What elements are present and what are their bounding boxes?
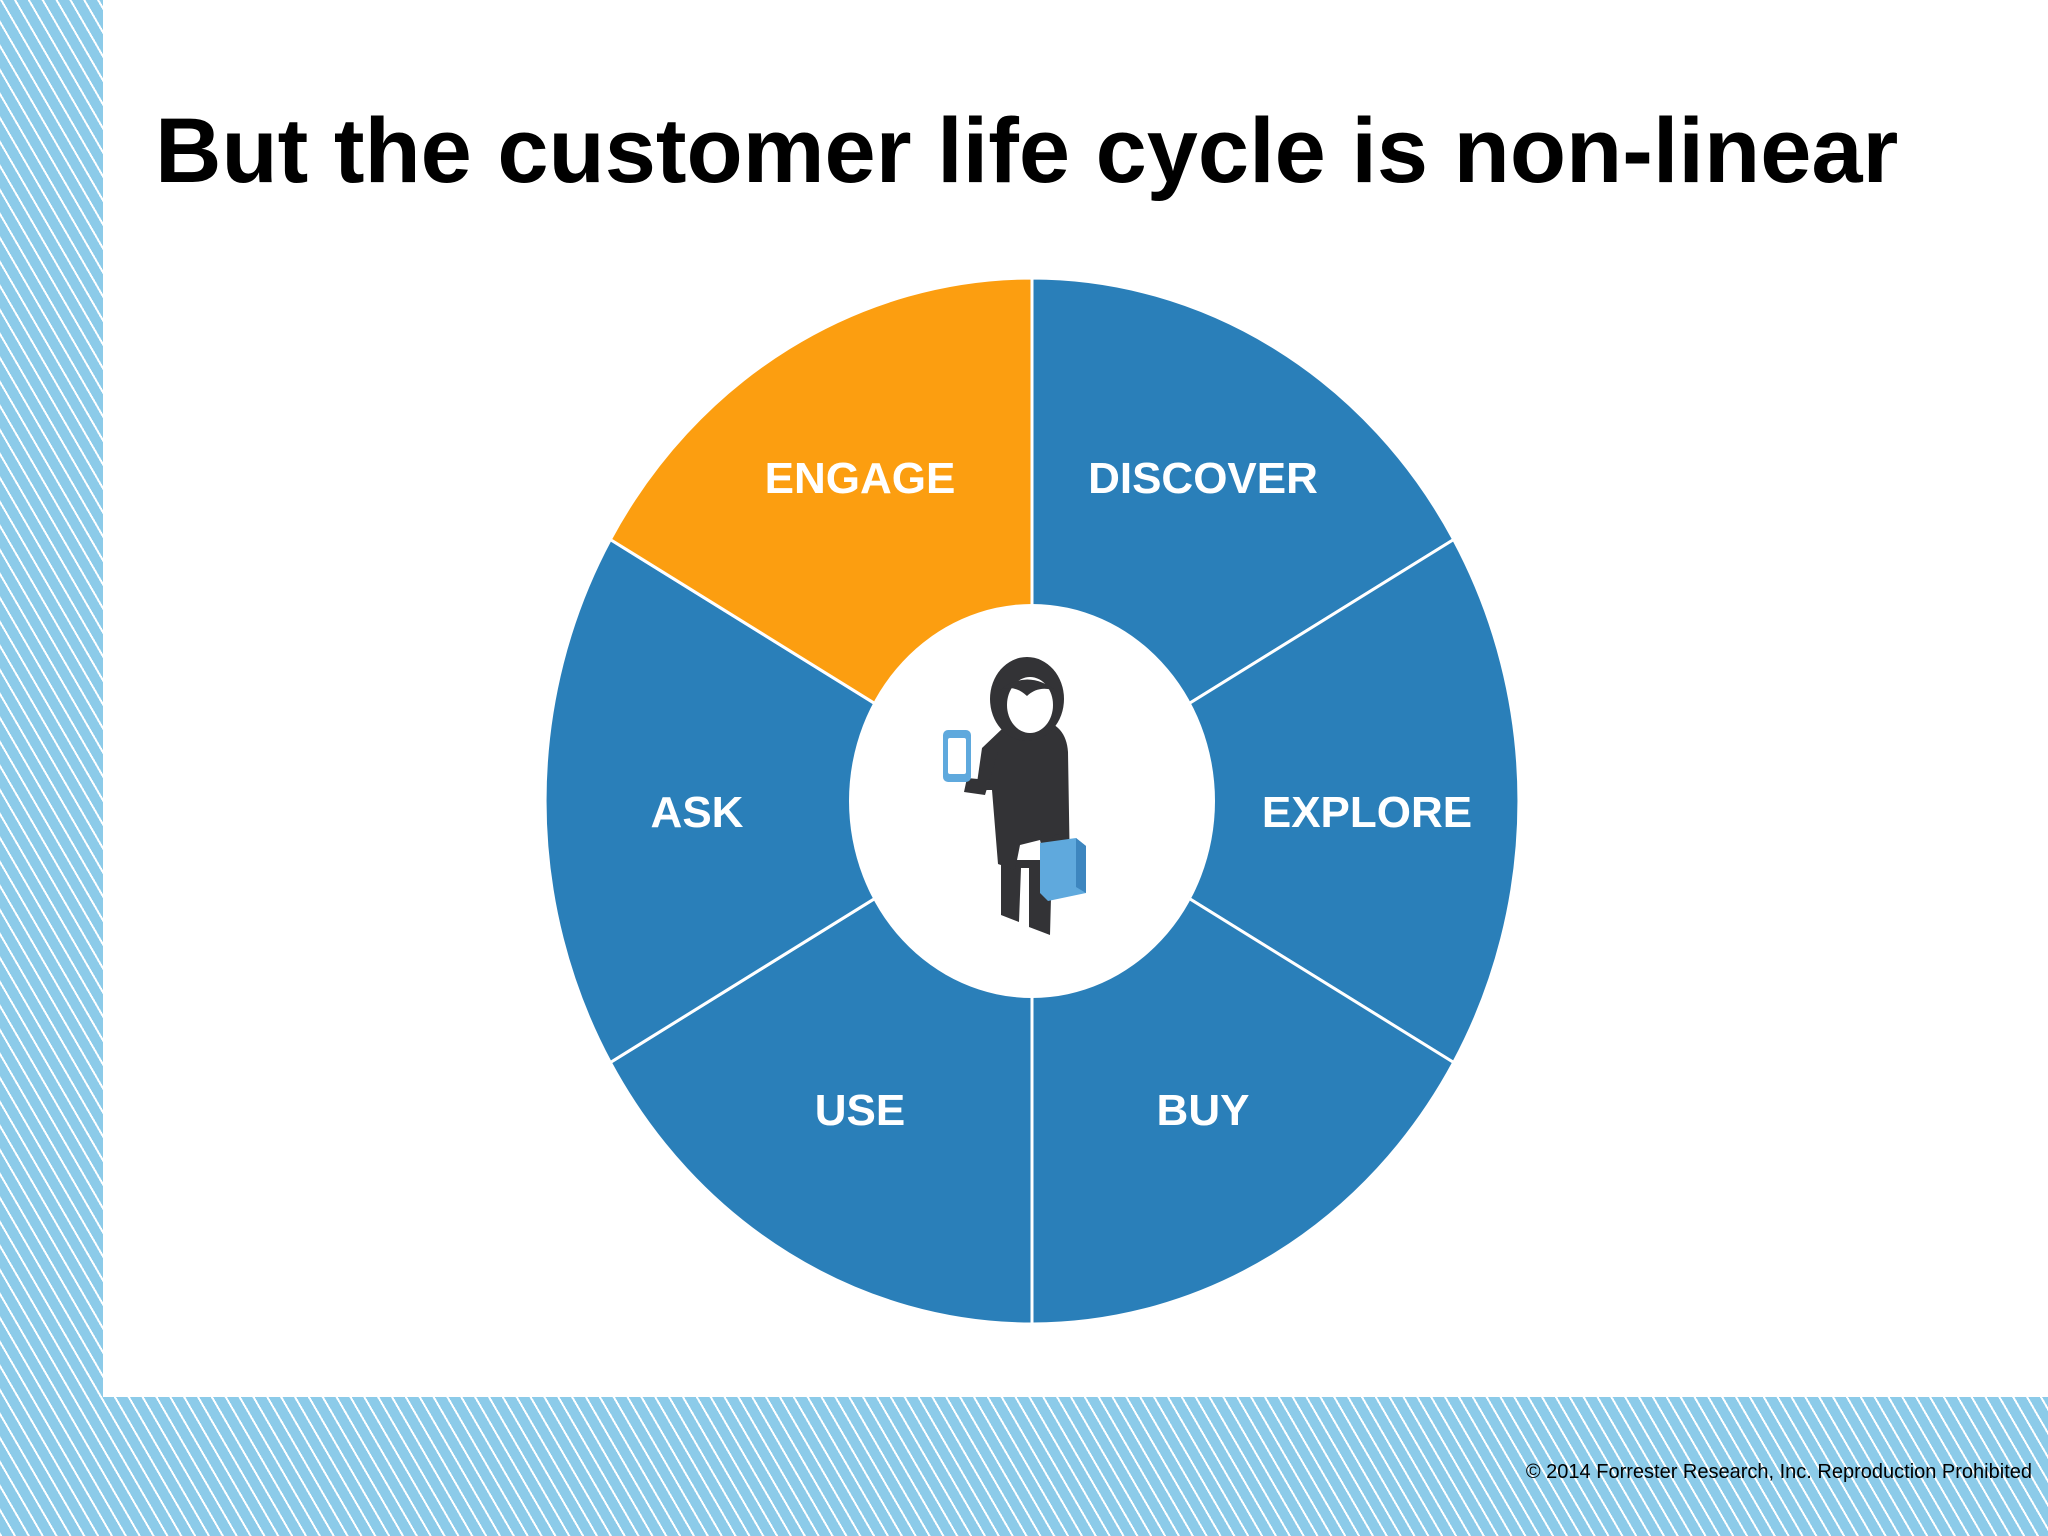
shopping-bag-icon [1040, 838, 1086, 901]
segment-explore [1030, 538, 1521, 1064]
person-arm [964, 748, 998, 795]
person-body [976, 720, 1070, 882]
label-explore: EXPLORE [1262, 788, 1472, 837]
person-bangs [1000, 679, 1058, 696]
segment-ask [543, 538, 1034, 1064]
shopping-bag-side [1076, 838, 1086, 893]
slide-title: But the customer life cycle is non-linea… [155, 100, 1899, 202]
label-engage: ENGAGE [765, 454, 956, 503]
phone-screen [948, 738, 966, 774]
person-legs [1001, 860, 1052, 935]
person-face [1007, 677, 1053, 733]
label-ask: ASK [651, 788, 744, 837]
label-buy: BUY [1157, 1086, 1250, 1135]
copyright-notice: © 2014 Forrester Research, Inc. Reproduc… [1525, 1461, 2032, 1483]
person-with-phone-and-shopping-bag-icon [943, 657, 1086, 935]
label-discover: DISCOVER [1088, 454, 1318, 503]
label-use: USE [815, 1086, 905, 1135]
